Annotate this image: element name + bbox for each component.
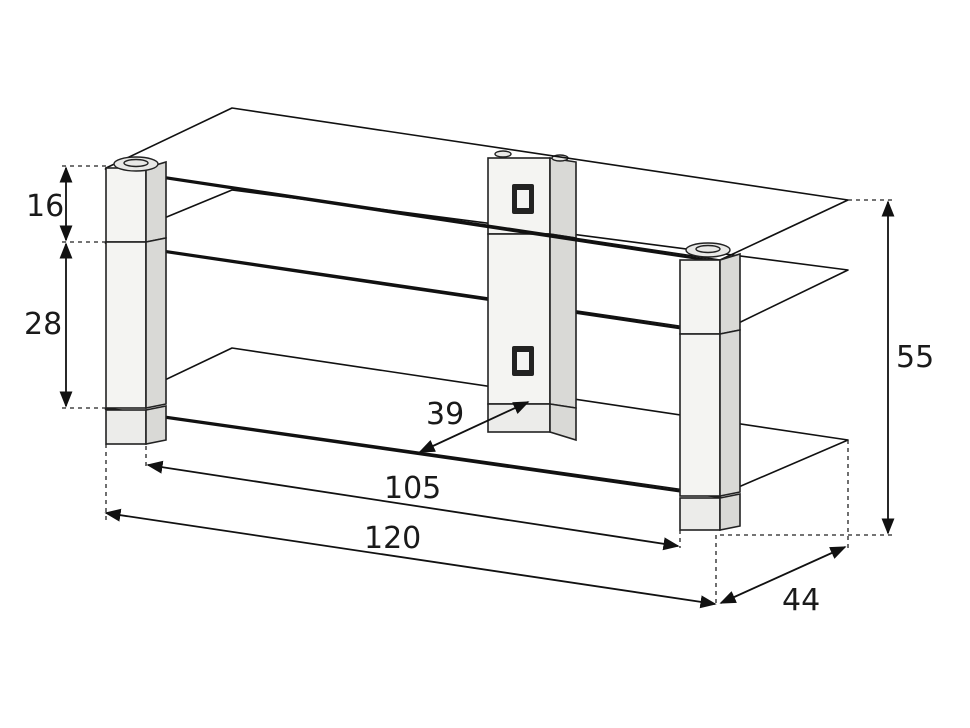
top-shelf (104, 107, 849, 264)
extension-lines (62, 165, 892, 605)
cable-outlet-bottom-icon (512, 346, 534, 376)
dimension-55-label: 55 (896, 340, 934, 375)
dimension-39: 39 (418, 397, 530, 453)
cable-outlet-top-icon (512, 184, 534, 214)
dimension-44: 44 (719, 546, 847, 618)
dimension-120: 120 (104, 508, 717, 609)
dimension-105: 105 (146, 460, 680, 551)
dimension-120-label: 120 (364, 521, 421, 556)
dimension-44-label: 44 (782, 583, 820, 618)
rear-center-post (487, 150, 577, 442)
dimension-105-label: 105 (384, 471, 441, 506)
dimension-16: 16 (26, 166, 73, 242)
dimension-16-label: 16 (26, 189, 64, 224)
dimension-55: 55 (881, 200, 934, 535)
dimension-39-label: 39 (426, 397, 464, 432)
front-right-post (679, 242, 741, 531)
dimension-28-label: 28 (24, 307, 62, 342)
front-left-post (105, 156, 167, 445)
dimension-28: 28 (24, 242, 73, 408)
